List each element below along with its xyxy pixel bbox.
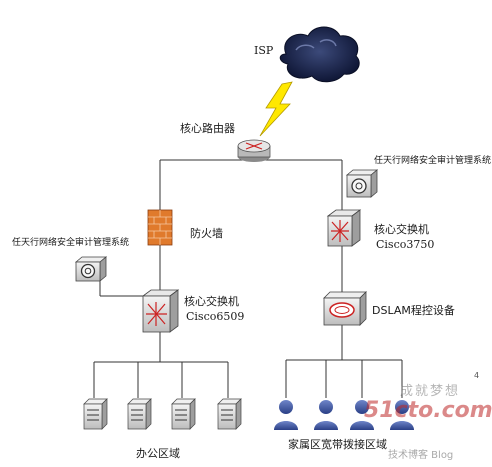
- user-icon: [274, 400, 298, 430]
- server-icon: [127, 398, 152, 430]
- core-switch-left-label: 核心交换机: [184, 295, 239, 308]
- server-icon: [171, 398, 196, 430]
- office-servers: [83, 398, 242, 430]
- home-area-label: 家属区宽带拨接区域: [288, 438, 387, 451]
- server-icon: [83, 398, 108, 430]
- watermark-logo: 51cto.com: [364, 398, 492, 423]
- home-users: [274, 400, 414, 430]
- dslam-label: DSLAM程控设备: [372, 304, 455, 317]
- audit-system-right-icon: [345, 169, 379, 198]
- firewall-label: 防火墙: [190, 227, 223, 240]
- isp-cloud-icon: [279, 26, 360, 83]
- user-icon: [350, 400, 374, 430]
- core-router-icon: [237, 139, 271, 162]
- server-icon: [217, 398, 242, 430]
- core-switch-left-icon: [141, 289, 180, 333]
- audit-system-right-label: 任天行网络安全审计管理系统: [374, 156, 492, 166]
- core-router-label: 核心路由器: [180, 122, 235, 135]
- lightning-bolt-icon: [259, 81, 293, 137]
- edge-mark: 4: [474, 371, 479, 380]
- core-switch-right-model: Cisco3750: [376, 238, 435, 251]
- core-switch-right-icon: [326, 209, 362, 247]
- isp-label: ISP: [254, 44, 274, 57]
- audit-system-left-icon: [74, 256, 108, 282]
- firewall-icon: [147, 209, 173, 246]
- core-switch-right-label: 核心交换机: [374, 223, 429, 236]
- user-icon: [314, 400, 338, 430]
- dslam-device-icon: [323, 291, 367, 326]
- user-icon: [390, 400, 414, 430]
- watermark-slogan: 成就梦想: [400, 384, 461, 399]
- office-area-label: 办公区域: [136, 447, 180, 460]
- core-switch-left-model: Cisco6509: [186, 310, 245, 323]
- watermark-site: 技术博客 Blog: [388, 450, 454, 461]
- audit-system-left-label: 任天行网络安全审计管理系统: [12, 238, 130, 248]
